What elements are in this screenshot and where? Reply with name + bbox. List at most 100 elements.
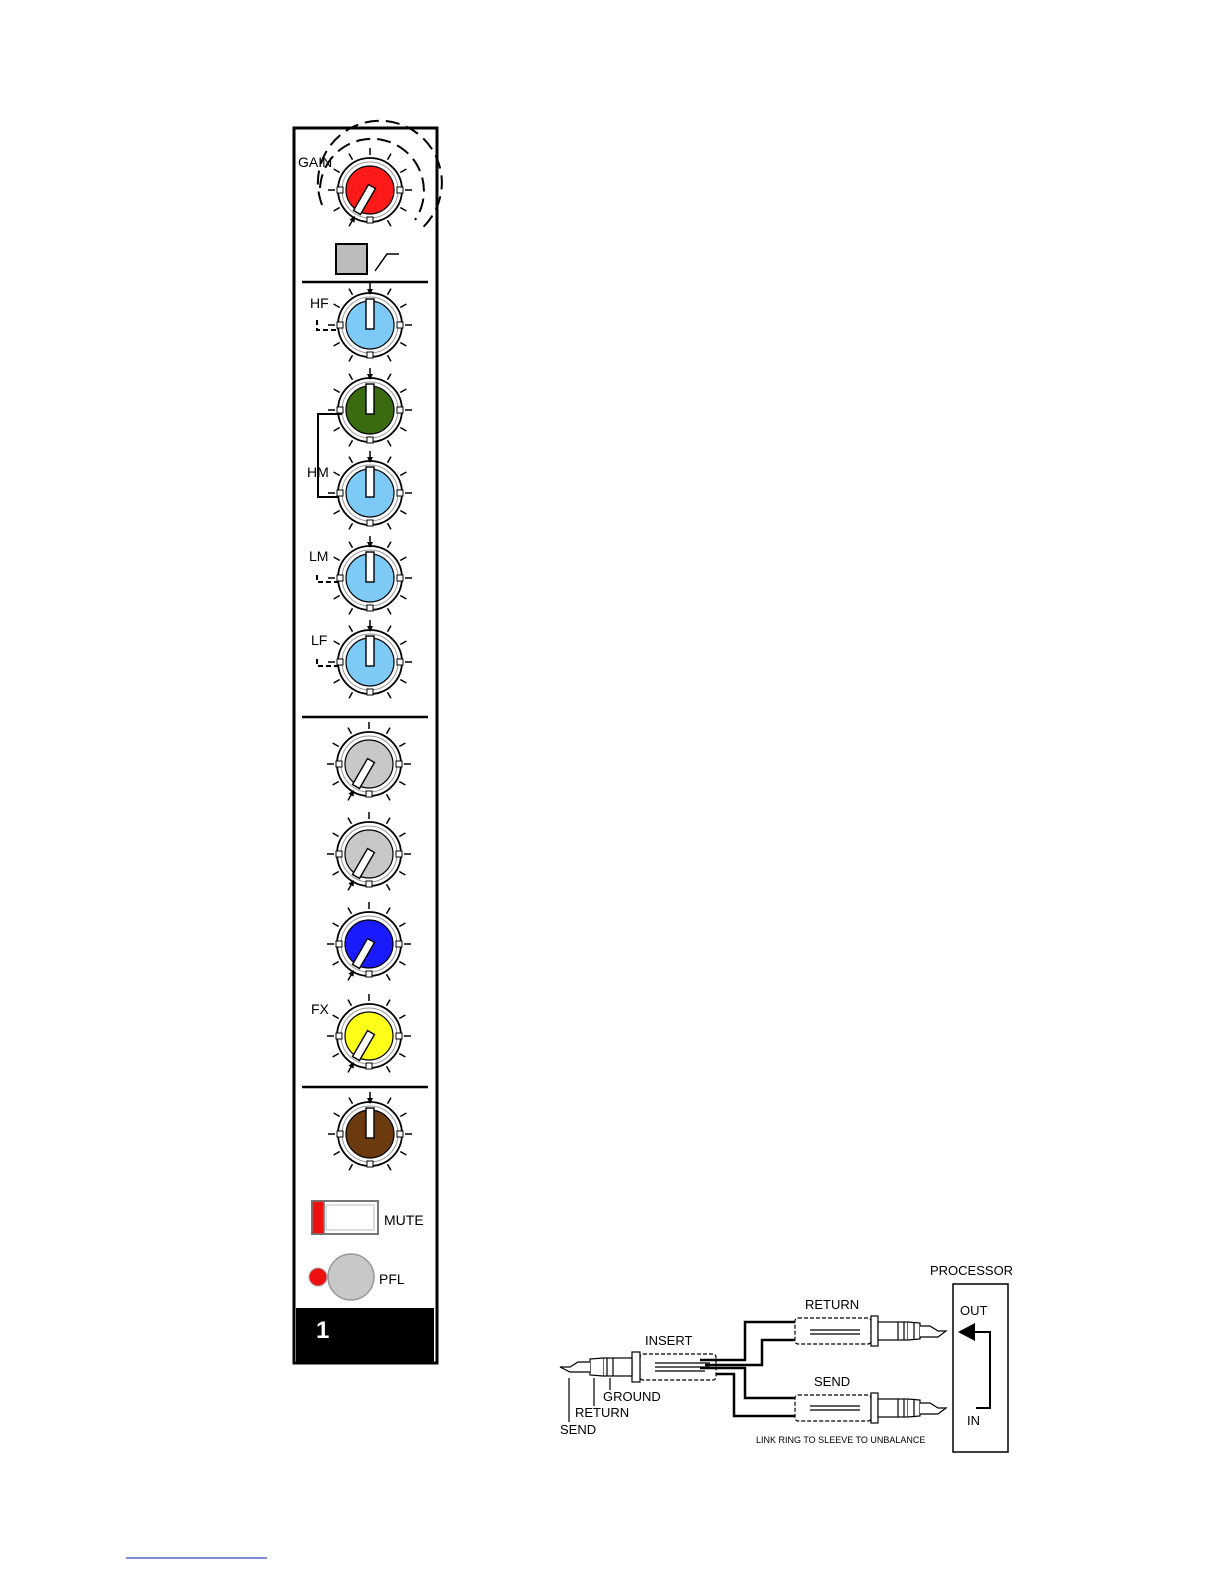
fx-label: FX (311, 1001, 330, 1017)
processor-label: PROCESSOR (930, 1263, 1013, 1278)
knob-skirt-notch (396, 941, 402, 947)
knob-scale-tick (334, 557, 340, 561)
knob-skirt-notch (366, 791, 372, 797)
knob-skirt-notch (337, 490, 343, 496)
knob-scale-tick (399, 833, 405, 837)
knob-scale-tick (387, 1000, 391, 1006)
channel-strip: GAIN HF HM LM LF FX (294, 121, 442, 1363)
knob-scale-tick (349, 1098, 353, 1104)
knob-scale-tick (387, 728, 391, 734)
aux-2-knob[interactable] (327, 812, 411, 890)
knob-skirt-notch (397, 659, 403, 665)
knob-scale-tick (334, 596, 340, 600)
knob-scale-tick (334, 343, 340, 347)
knob-skirt-notch (336, 1033, 342, 1039)
gain-knob[interactable] (328, 148, 412, 226)
knob-scale-tick (400, 208, 406, 212)
knob-scale-tick (334, 511, 340, 515)
knob-skirt-notch (367, 437, 373, 443)
knob-scale-tick (349, 608, 353, 614)
knob-scale-tick (333, 833, 339, 837)
mute-label: MUTE (384, 1212, 424, 1228)
knob-scale-tick (388, 440, 392, 446)
knob-skirt-notch (337, 407, 343, 413)
fx-send-knob[interactable] (327, 994, 411, 1072)
knob-scale-tick (387, 794, 391, 800)
unbalance-note: LINK RING TO SLEEVE TO UNBALANCE (756, 1435, 925, 1445)
knob-scale-tick (348, 1000, 352, 1006)
knob-scale-tick (333, 1015, 339, 1019)
knob-skirt-notch (367, 352, 373, 358)
knob-scale-tick (388, 154, 392, 160)
knob-scale-tick (348, 1066, 352, 1072)
pfl-led (309, 1268, 327, 1286)
processor-out-label: OUT (960, 1303, 988, 1318)
knob-scale-tick (387, 974, 391, 980)
hm-gain-knob[interactable] (328, 451, 412, 529)
knob-scale-tick (400, 472, 406, 476)
knob-scale-tick (333, 923, 339, 927)
knob-skirt-notch (336, 941, 342, 947)
knob-skirt-notch (396, 851, 402, 857)
insert-cables (700, 1322, 795, 1416)
knob-scale-tick (348, 728, 352, 734)
knob-scale-tick (399, 782, 405, 786)
knob-scale-tick (334, 389, 340, 393)
knob-scale-tick (349, 1164, 353, 1170)
ground-label: GROUND (603, 1389, 661, 1404)
knob-skirt-notch (396, 1033, 402, 1039)
lm-gain-knob[interactable] (328, 536, 412, 614)
knob-scale-tick (400, 304, 406, 308)
knob-scale-tick (349, 626, 353, 632)
channel-number: 1 (316, 1317, 329, 1344)
ring-return-label: RETURN (575, 1405, 629, 1420)
knob-scale-tick (349, 692, 353, 698)
knob-scale-tick (333, 1054, 339, 1058)
knob-scale-tick (400, 428, 406, 432)
pfl-button[interactable] (328, 1254, 374, 1300)
pfl-label: PFL (379, 1271, 405, 1287)
send-cable-label: SEND (814, 1374, 850, 1389)
knob-scale-tick (349, 440, 353, 446)
hf-label: HF (310, 295, 329, 311)
knob-scale-tick (388, 626, 392, 632)
knob-scale-tick (348, 794, 352, 800)
mute-button[interactable] (312, 1201, 378, 1234)
knob-scale-tick (349, 457, 353, 463)
knob-scale-tick (388, 523, 392, 529)
knob-skirt-notch (366, 1063, 372, 1069)
hm-label: HM (307, 464, 329, 480)
lf-gain-knob[interactable] (328, 620, 412, 698)
high-pass-switch[interactable] (336, 244, 367, 274)
knob-scale-tick (388, 542, 392, 548)
return-plug (795, 1316, 946, 1346)
knob-scale-tick (388, 692, 392, 698)
tip-send-label: SEND (560, 1422, 596, 1437)
knob-scale-tick (400, 680, 406, 684)
knob-skirt-notch (337, 575, 343, 581)
knob-skirt-notch (397, 1131, 403, 1137)
knob-skirt-notch (367, 1161, 373, 1167)
hf-gain-knob[interactable] (328, 283, 412, 361)
knob-scale-tick (388, 457, 392, 463)
knob-skirt-notch (337, 187, 343, 193)
knob-skirt-notch (366, 971, 372, 977)
gain-label: GAIN (298, 154, 332, 170)
hm-frequency-knob[interactable] (328, 368, 412, 446)
knob-skirt-notch (397, 187, 403, 193)
aux-1-knob[interactable] (327, 722, 411, 800)
knob-scale-tick (399, 1015, 405, 1019)
knob-skirt-notch (337, 1131, 343, 1137)
knob-scale-tick (349, 374, 353, 380)
knob-scale-tick (349, 220, 353, 226)
knob-scale-tick (334, 641, 340, 645)
knob-scale-tick (349, 289, 353, 295)
knob-scale-tick (399, 872, 405, 876)
knob-scale-tick (334, 1152, 340, 1156)
insert-plug-label: INSERT (645, 1333, 692, 1348)
knob-scale-tick (333, 743, 339, 747)
knob-scale-tick (399, 743, 405, 747)
mute-indicator (312, 1201, 324, 1234)
aux-3-knob[interactable] (327, 902, 411, 980)
pan-knob[interactable] (328, 1092, 412, 1170)
